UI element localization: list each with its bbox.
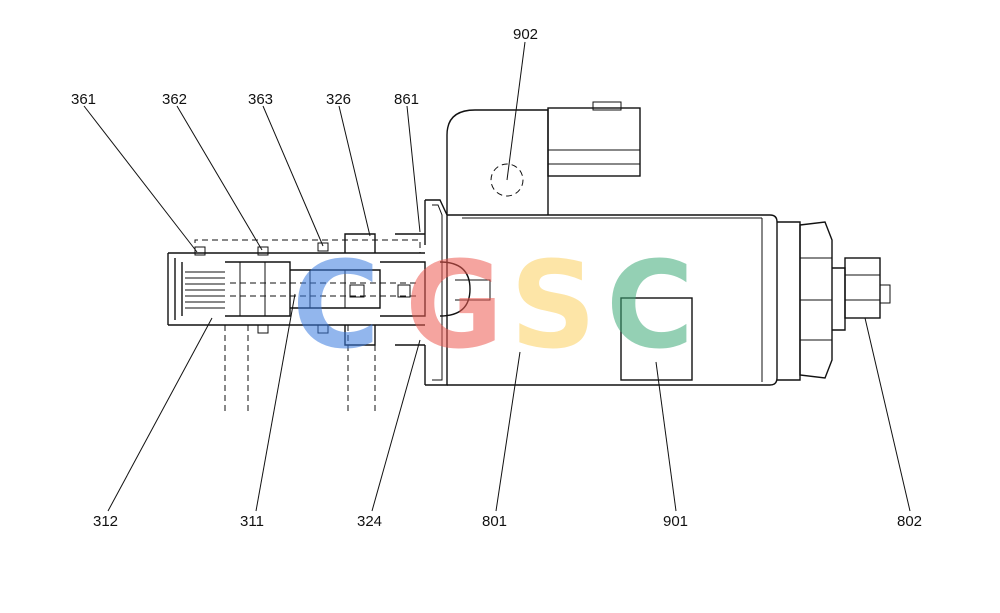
- label-801: 801: [482, 513, 507, 530]
- label-324: 324: [357, 513, 382, 530]
- label-361: 361: [71, 91, 96, 108]
- watermark-letter: C: [292, 237, 380, 376]
- label-312: 312: [93, 513, 118, 530]
- watermark-letter: G: [405, 237, 504, 376]
- label-861: 861: [394, 91, 419, 108]
- end-screw-802: [832, 257, 891, 331]
- leader-lines: [83, 41, 911, 512]
- solenoid-body-801: [424, 101, 778, 386]
- spool-cartridge: [167, 233, 491, 412]
- label-901: 901: [663, 513, 688, 530]
- watermark-cgsc: C G S C: [292, 237, 694, 376]
- label-311: 311: [240, 513, 264, 530]
- watermark-letter: C: [606, 237, 694, 376]
- label-902: 902: [513, 26, 538, 43]
- label-363: 363: [248, 91, 273, 108]
- label-362: 362: [162, 91, 187, 108]
- hex-nut: [777, 221, 833, 381]
- label-326: 326: [326, 91, 351, 108]
- label-802: 802: [897, 513, 922, 530]
- part-labels: 902 361 362 363 326 861 312 311 324 801 …: [71, 26, 922, 530]
- watermark-letter: S: [510, 237, 596, 376]
